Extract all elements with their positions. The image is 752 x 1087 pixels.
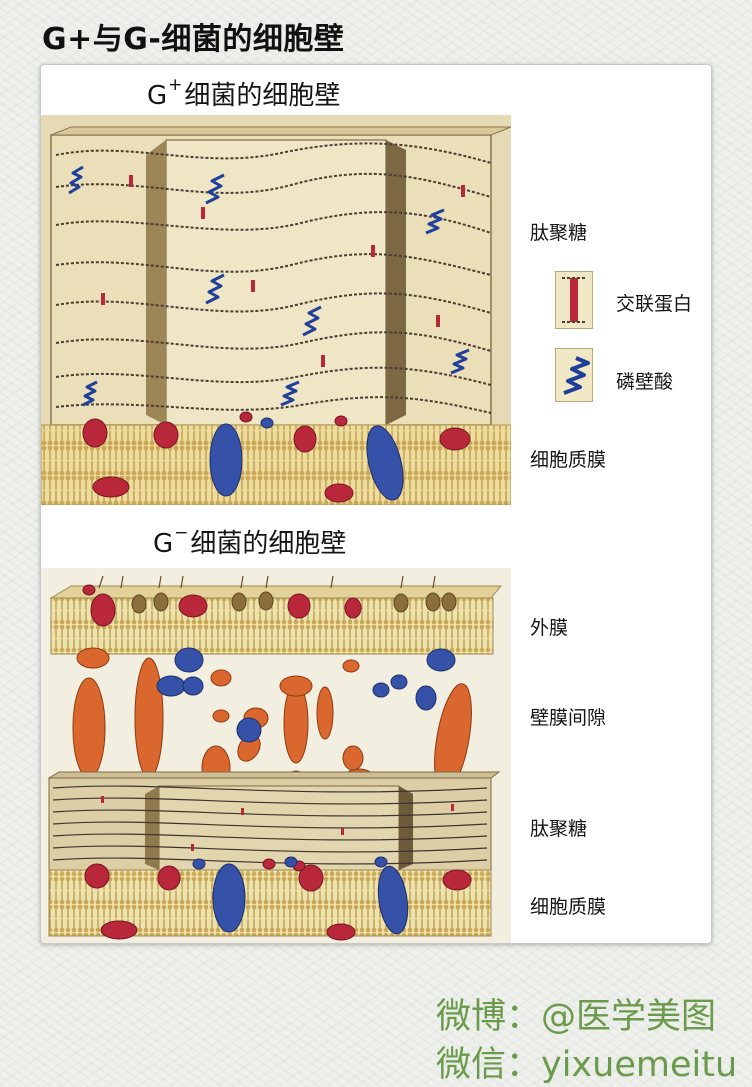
gram-positive-heading-text: 细菌的细胞壁 [184,81,340,111]
gram-positive-wall-illustration [41,115,511,505]
gram-negative-heading-sup: − [174,523,188,543]
watermark-weibo: 微博：@医学美图 [436,988,716,1039]
gram-positive-heading-sup: + [168,75,182,95]
label-teichoic-acid: 磷壁酸 [616,367,673,394]
gram-negative-heading-prefix: G [153,529,173,559]
page-title: G+与G-细菌的细胞壁 [42,14,344,58]
teichoic-acid-icon [555,348,593,402]
gram-positive-heading: G+细菌的细胞壁 [147,75,340,112]
gram-negative-wall-illustration [41,568,511,943]
label-cross-link-protein: 交联蛋白 [616,289,692,316]
label-plasma-membrane-gram-positive: 细胞质膜 [530,445,606,472]
cross-link-protein-icon [555,271,593,329]
figure-card: G+细菌的细胞壁 [40,64,712,944]
gram-negative-heading-text: 细菌的细胞壁 [190,529,346,559]
label-plasma-membrane-gram-negative: 细胞质膜 [530,892,606,919]
gram-positive-heading-prefix: G [147,81,167,111]
gram-negative-heading: G−细菌的细胞壁 [153,523,346,560]
label-peptidoglycan: 肽聚糖 [530,218,587,245]
watermark-wechat: 微信：yixuemeitu [436,1036,737,1087]
label-peptidoglycan-gram-negative: 肽聚糖 [530,814,587,841]
label-outer-membrane: 外膜 [530,613,568,640]
label-periplasmic-space: 壁膜间隙 [530,703,606,730]
